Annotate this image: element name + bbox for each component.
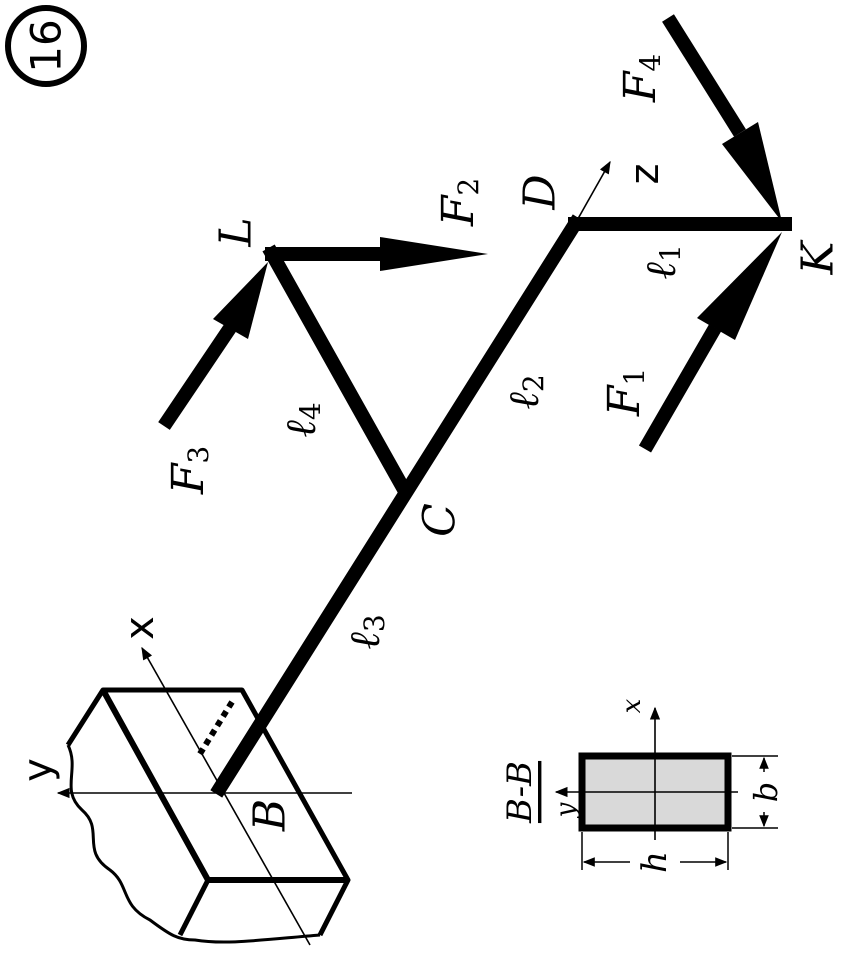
point-label-d: D (515, 174, 566, 210)
z-axis-label: z (622, 164, 668, 185)
force-label-f4: F4 (615, 54, 667, 103)
section-x-label: x (617, 698, 647, 713)
frame (220, 224, 785, 788)
section-y-label: y (551, 802, 581, 818)
problem-number: 16 (22, 19, 71, 72)
section-b-label: b (747, 782, 785, 802)
z-axis-line (575, 162, 610, 224)
f3-shaft (164, 328, 230, 426)
force-label-f2: F2 (433, 178, 485, 227)
length-label-l3: ℓ3 (340, 614, 391, 649)
section-title: B-B (500, 761, 540, 824)
force-label-f1: F1 (599, 368, 651, 417)
cross-section: B-B x y h b (500, 698, 785, 873)
f4-shaft (668, 18, 740, 133)
member-cl (272, 254, 402, 486)
point-label-k: K (793, 239, 841, 275)
force-labels: F2 F3 F1 F4 (163, 54, 667, 495)
point-label-l: L (211, 217, 262, 247)
member-bd (220, 224, 575, 788)
f1-shaft (645, 328, 715, 449)
f4-arrowhead (722, 122, 782, 222)
point-label-c: C (415, 503, 466, 537)
f3-arrowhead (213, 262, 268, 339)
x-axis-label: x (117, 616, 163, 640)
length-label-l2: ℓ2 (499, 374, 550, 409)
length-label-l1: ℓ1 (636, 244, 687, 279)
support-block (68, 690, 348, 942)
y-axis-label: y (15, 758, 61, 782)
f2-arrowhead (380, 237, 488, 271)
f1-arrowhead (697, 232, 782, 340)
point-label-b: B (245, 799, 296, 832)
force-label-f3: F3 (163, 446, 215, 495)
problem-number-badge: 16 (8, 8, 84, 84)
length-label-l4: ℓ4 (276, 402, 327, 437)
section-h-label: h (635, 851, 675, 873)
